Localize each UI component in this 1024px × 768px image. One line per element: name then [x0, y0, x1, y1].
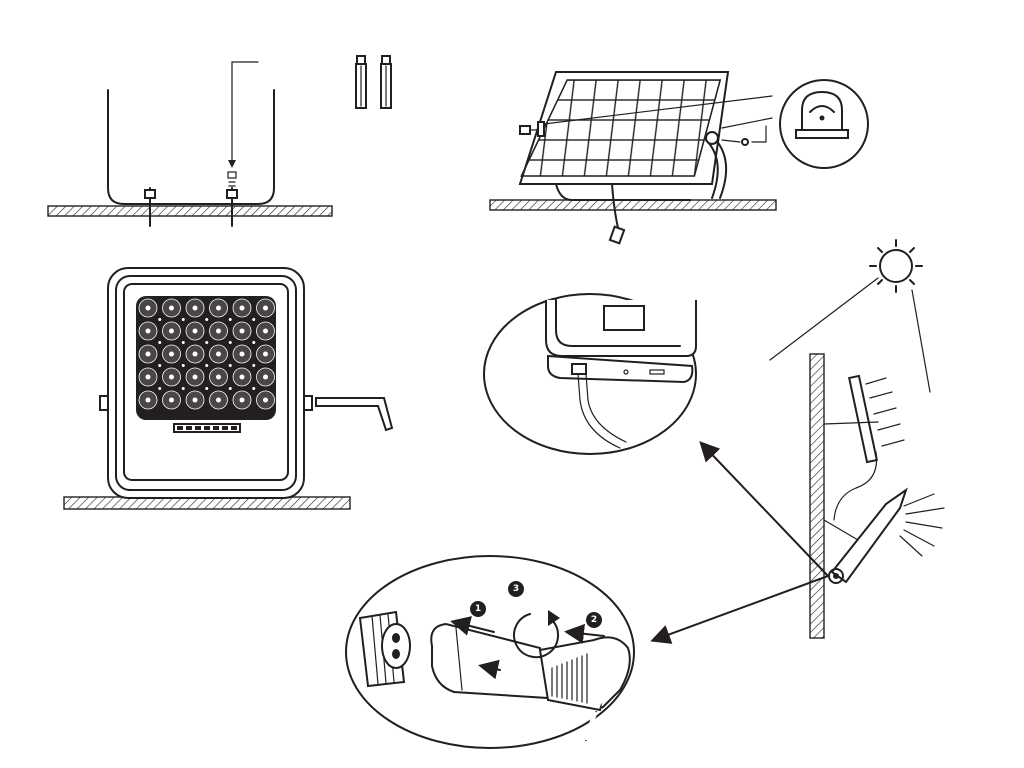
wall-floodlight	[830, 487, 908, 584]
step-number: 3	[513, 584, 519, 594]
led-dot	[228, 318, 232, 321]
led-dot	[228, 341, 232, 344]
led-dot	[205, 341, 209, 344]
floodlight-front-step	[63, 267, 394, 510]
solar-panel	[518, 71, 730, 185]
step-number: 1	[475, 604, 481, 614]
side-knob	[303, 395, 313, 411]
led-dot	[181, 387, 185, 390]
step-number: 2	[591, 615, 597, 625]
wall-solar-panel	[847, 374, 879, 464]
led-dot	[181, 364, 185, 367]
arrow-icon	[699, 441, 829, 577]
led-dot	[228, 364, 232, 367]
led-chip	[263, 351, 268, 357]
screw-icon	[380, 55, 392, 109]
step-badge-1: 1	[470, 601, 486, 617]
wall-surface	[809, 353, 825, 639]
led-dot	[158, 387, 162, 390]
led-dot	[181, 318, 185, 321]
rotate-arrow-icon	[513, 610, 560, 659]
led-chip	[239, 305, 245, 311]
led-dot	[252, 387, 256, 390]
led-chip	[263, 374, 268, 380]
led-chip	[169, 374, 174, 380]
led-dot	[228, 387, 232, 390]
led-chip	[239, 328, 245, 334]
panel-cable	[611, 183, 619, 229]
anchor-screws	[355, 55, 392, 109]
bracket-outline	[107, 89, 275, 205]
step-badge-2: 2	[586, 612, 602, 628]
led-chip	[192, 328, 198, 334]
plug-grip	[551, 653, 588, 704]
led-dot	[205, 387, 209, 390]
led-chip	[239, 351, 245, 357]
led-chip	[192, 374, 198, 380]
led-chip	[145, 328, 151, 334]
cable-plug	[430, 622, 631, 741]
cable-connector-callout	[345, 555, 635, 749]
led-chip	[145, 305, 151, 311]
side-knob	[99, 395, 109, 411]
led-chip	[169, 397, 174, 403]
screw-icon	[519, 121, 545, 137]
led-chip	[263, 328, 268, 334]
led-chip	[263, 397, 268, 403]
sun-icon	[869, 239, 923, 293]
led-dot	[158, 341, 162, 344]
led-chip	[192, 351, 198, 357]
step-badge-3: 3	[508, 581, 524, 597]
bracket-mount-step	[47, 61, 333, 227]
led-dot	[205, 318, 209, 321]
led-chip	[145, 397, 151, 403]
wall-installation-step	[650, 239, 945, 644]
bracket-detail-callout	[779, 79, 869, 169]
mounting-surface	[489, 199, 777, 211]
led-dot	[158, 318, 162, 321]
led-chip	[192, 305, 198, 311]
led-chip	[192, 397, 198, 403]
sensor-strip	[173, 423, 241, 433]
panel-stand	[555, 183, 691, 201]
arrow-icon	[478, 659, 501, 680]
led-dot	[252, 364, 256, 367]
mounting-surface	[47, 205, 333, 217]
led-chip	[169, 351, 174, 357]
led-dot	[158, 364, 162, 367]
led-dot	[205, 364, 209, 367]
led-chip	[263, 305, 268, 311]
led-chip	[145, 351, 151, 357]
led-chip	[169, 305, 174, 311]
arrow-icon	[450, 616, 495, 636]
led-dot	[252, 341, 256, 344]
port-socket	[358, 610, 411, 688]
led-grid	[138, 298, 275, 410]
led-chip	[239, 397, 245, 403]
screw-icon	[355, 55, 367, 109]
screw-icon	[705, 131, 749, 146]
led-chip	[216, 397, 221, 403]
insertion-arrow-icon	[231, 61, 259, 165]
led-chip	[216, 351, 221, 357]
led-chip	[216, 305, 221, 311]
screw-icon	[144, 187, 156, 227]
led-chip	[216, 374, 221, 380]
screw-icon	[226, 187, 238, 227]
solar-panel-step	[489, 71, 777, 245]
led-chip	[169, 328, 174, 334]
led-dot	[252, 318, 256, 321]
arrow-icon	[650, 575, 829, 644]
led-chip	[145, 374, 151, 380]
connector-port-callout	[483, 293, 697, 455]
arrow-icon	[564, 623, 605, 644]
led-dot	[181, 341, 185, 344]
led-chip	[239, 374, 245, 380]
hex-key-icon	[315, 397, 394, 432]
led-chip	[216, 328, 221, 334]
